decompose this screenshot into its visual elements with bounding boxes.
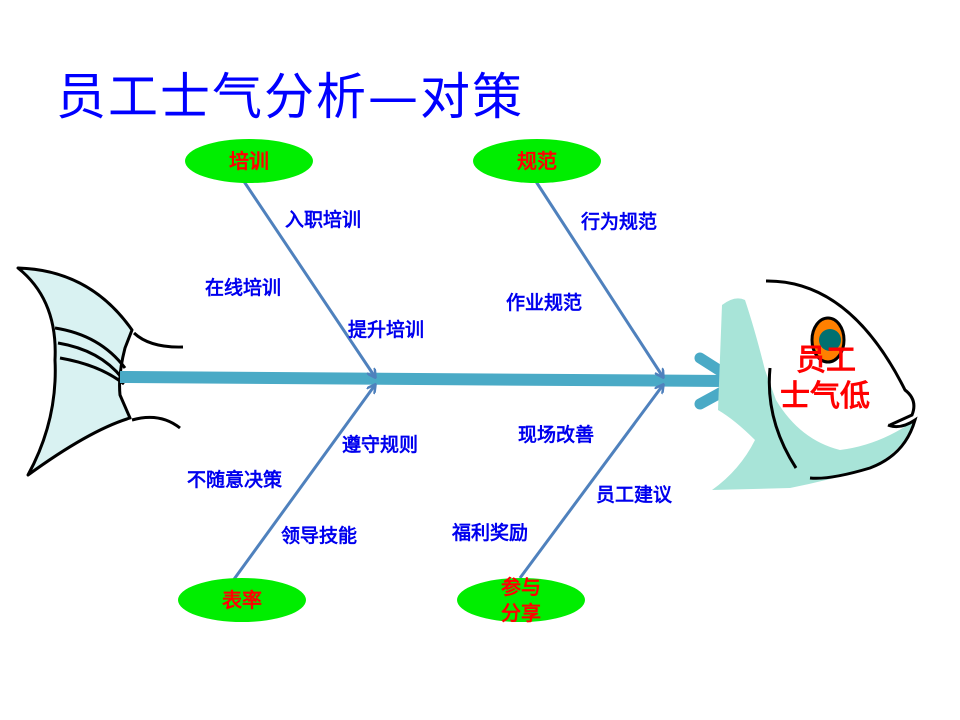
cause-label: 提升培训: [348, 318, 424, 341]
page-title: 员工士气分析—对策: [56, 68, 524, 126]
problem-line-2: 士气低: [780, 379, 870, 414]
category-label: 培训: [229, 149, 269, 173]
cause-label: 现场改善: [518, 423, 594, 446]
cause-label: 入职培训: [285, 208, 361, 231]
bone-leadership: [230, 385, 375, 583]
category-label-line-1: 参与: [501, 575, 541, 599]
category-label-line-2: 分享: [501, 601, 541, 625]
category-label: 表率: [222, 588, 262, 612]
cause-label: 作业规范: [506, 291, 582, 314]
bone-norms: [533, 179, 663, 377]
cause-label: 领导技能: [281, 524, 357, 547]
fish-head: 员工 士气低: [694, 279, 918, 490]
cause-label: 福利奖励: [451, 521, 528, 544]
category-leadership: 表率: [178, 578, 306, 622]
bone-participation: [518, 385, 663, 579]
cause-label: 行为规范: [580, 210, 657, 233]
bone-training: [241, 179, 375, 377]
category-training: 培训: [185, 139, 313, 183]
cause-label: 员工建议: [596, 483, 673, 506]
category-participation: 参与 分享: [457, 575, 585, 625]
category-norms: 规范: [473, 139, 601, 183]
fish-spine: [119, 371, 726, 387]
fish-tail: [16, 266, 184, 477]
cause-label: 遵守规则: [342, 433, 418, 456]
problem-line-1: 员工: [796, 343, 856, 378]
cause-label: 不随意决策: [187, 468, 283, 491]
category-label: 规范: [517, 149, 557, 173]
cause-label: 在线培训: [205, 276, 281, 299]
